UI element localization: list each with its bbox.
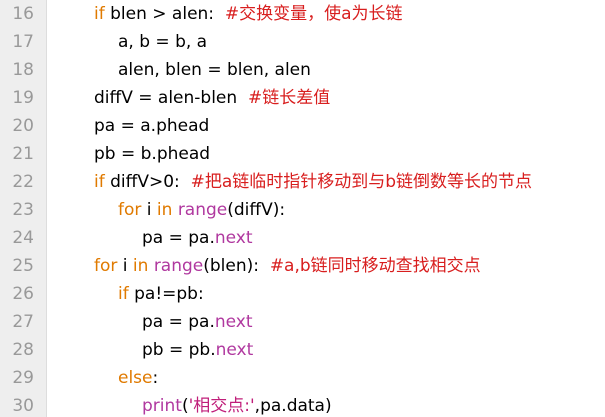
code-line: 24 pa = pa.next	[0, 224, 605, 252]
code-text: pa = pa.next	[142, 224, 253, 252]
line-number: 25	[12, 256, 34, 276]
code-line: 19 diffV = alen-blen #链长差值	[0, 84, 605, 112]
code-text: for i in range(blen): #a,b链同时移动查找相交点	[94, 252, 481, 280]
code-fragment: pa!=pb:	[128, 284, 204, 304]
code-fragment: blen > alen:	[104, 4, 225, 24]
builtin: next	[214, 312, 253, 332]
code-line: 18 alen, blen = blen, alen	[0, 56, 605, 84]
code-line: 26 if pa!=pb:	[0, 280, 605, 308]
code-text: diffV = alen-blen #链长差值	[94, 84, 330, 112]
keyword: for	[118, 200, 142, 220]
code-fragment: (diffV):	[227, 200, 286, 220]
code-line: 23 for i in range(diffV):	[0, 196, 605, 224]
builtin: print	[142, 396, 182, 416]
code-line: 29 else:	[0, 364, 605, 392]
builtin: next	[214, 228, 253, 248]
keyword: else	[118, 368, 153, 388]
line-number: 21	[12, 144, 34, 164]
line-number: 30	[12, 396, 34, 416]
line-number: 19	[12, 88, 34, 108]
line-number: 26	[12, 284, 34, 304]
code-line: 21 pb = b.phead	[0, 140, 605, 168]
keyword: if	[94, 172, 105, 192]
code-line: 16 if blen > alen: #交换变量，使a为长链	[0, 0, 605, 28]
code-text: for i in range(diffV):	[118, 196, 285, 224]
code-fragment: ,pa.data)	[254, 396, 332, 416]
code-text: pb = pb.next	[142, 336, 253, 364]
code-fragment: :	[152, 368, 159, 388]
code-fragment: pa = pa.	[142, 228, 215, 248]
keyword: if	[118, 284, 129, 304]
code-line: 17 a, b = b, a	[0, 28, 605, 56]
builtin: range	[177, 200, 228, 220]
line-number: 18	[12, 60, 34, 80]
code-text: else:	[118, 364, 158, 392]
code-text: alen, blen = blen, alen	[118, 60, 311, 80]
line-number: 17	[12, 32, 34, 52]
code-fragment: (	[181, 396, 189, 416]
code-line: 27 pa = pa.next	[0, 308, 605, 336]
line-number: 28	[12, 340, 34, 360]
line-number: 29	[12, 368, 34, 388]
code-fragment: i	[141, 200, 157, 220]
comment: #把a链临时指针移动到与b链倒数等长的节点	[190, 172, 533, 192]
code-line: 28 pb = pb.next	[0, 336, 605, 364]
comment: #a,b链同时移动查找相交点	[269, 256, 481, 276]
code-fragment: pa = pa.	[142, 312, 215, 332]
line-number: 20	[12, 116, 34, 136]
code-text: if diffV>0: #把a链临时指针移动到与b链倒数等长的节点	[94, 168, 532, 196]
code-fragment: diffV = alen-blen	[94, 88, 248, 108]
line-number: 27	[12, 312, 34, 332]
code-fragment: pb = pb.	[142, 340, 216, 360]
keyword: for	[94, 256, 118, 276]
line-number-gutter	[0, 0, 47, 417]
keyword: if	[94, 4, 105, 24]
code-line: 30 print('相交点:',pa.data)	[0, 392, 605, 417]
builtin: range	[153, 256, 204, 276]
builtin: next	[215, 340, 254, 360]
code-fragment: i	[117, 256, 133, 276]
code-fragment: (blen):	[203, 256, 270, 276]
comment: #链长差值	[247, 88, 331, 108]
line-number: 24	[12, 228, 34, 248]
keyword: in	[156, 200, 173, 220]
comment: #交换变量，使a为长链	[224, 4, 403, 24]
code-line: 25 for i in range(blen): #a,b链同时移动查找相交点	[0, 252, 605, 280]
line-number: 22	[12, 172, 34, 192]
code-line: 22 if diffV>0: #把a链临时指针移动到与b链倒数等长的节点	[0, 168, 605, 196]
keyword: in	[132, 256, 149, 276]
code-text: a, b = b, a	[118, 32, 208, 52]
code-text: if blen > alen: #交换变量，使a为长链	[94, 0, 403, 28]
code-fragment: diffV>0:	[104, 172, 191, 192]
line-number: 16	[12, 4, 34, 24]
code-text: pa = a.phead	[94, 116, 210, 136]
line-number: 23	[12, 200, 34, 220]
code-line: 20 pa = a.phead	[0, 112, 605, 140]
string-literal: '相交点:'	[188, 396, 255, 416]
code-text: print('相交点:',pa.data)	[142, 392, 332, 417]
code-text: pa = pa.next	[142, 308, 253, 336]
code-text: if pa!=pb:	[118, 280, 204, 308]
code-text: pb = b.phead	[94, 144, 211, 164]
